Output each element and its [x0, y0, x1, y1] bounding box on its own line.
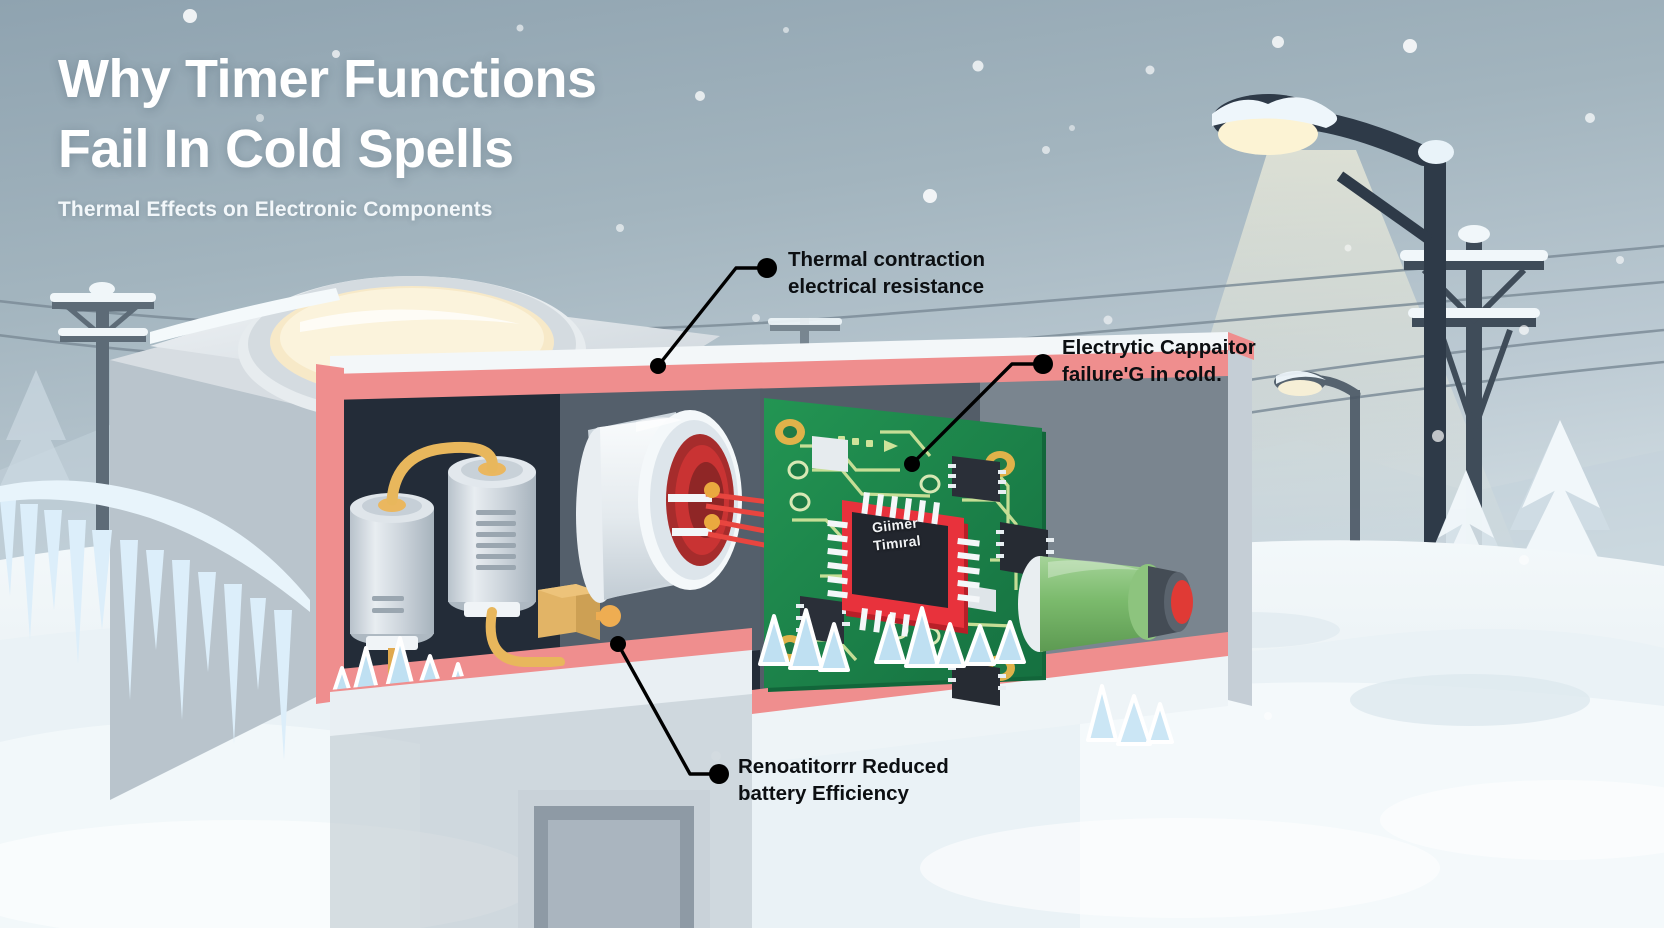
pine-trees-left — [0, 370, 72, 486]
battery-cell — [1018, 556, 1193, 652]
leader-line-capacitor — [910, 362, 1042, 466]
lead-terminal-2 — [704, 514, 720, 530]
pcb-board — [764, 398, 1054, 706]
utility-pole-left — [52, 292, 154, 592]
leader-dot-capacitor-anchor — [904, 456, 920, 472]
page-subtitle: Thermal Effects on Electronic Components — [58, 198, 493, 222]
cutaway-edge-left — [316, 364, 344, 704]
lamp-light — [1218, 113, 1318, 155]
jumper-wire-bottom — [485, 607, 565, 667]
smd-block-1 — [812, 436, 848, 472]
leader-dot-battery — [709, 764, 729, 784]
street-lamp-secondary — [1274, 370, 1361, 690]
timer-chip-body — [852, 512, 948, 608]
jumper-wire-top — [386, 441, 498, 506]
leader-dot-thermal-anchor — [650, 358, 666, 374]
utility-pole-left-snow — [50, 282, 156, 336]
building-wall-lower — [330, 694, 752, 928]
cutaway-lip-top — [330, 332, 1228, 374]
page-title: Why Timer Functions Fail In Cold Spells — [58, 49, 597, 180]
callout-thermal-contraction: Thermal contraction electrical resistanc… — [788, 248, 986, 299]
icicles-left — [0, 500, 292, 760]
enclosure-right-wall — [1228, 348, 1252, 706]
utility-pole-mid-snow — [768, 318, 842, 325]
leader-line-thermal — [656, 266, 766, 368]
callout-electrolytic-capacitor: Electrytic Cappaitor failure'G in cold. — [1062, 336, 1256, 387]
leader-dot-capacitor — [1033, 354, 1053, 374]
interior-components — [330, 398, 1193, 710]
title-block: Why Timer Functions Fail In Cold Spells … — [58, 44, 818, 222]
ice-crystals-outer — [1086, 684, 1174, 746]
snow-ledge-left — [0, 480, 310, 612]
cutaway-edge-top — [330, 348, 1228, 400]
lead-terminal-1 — [704, 482, 720, 498]
leader-dot-battery-anchor — [610, 636, 626, 652]
leader-dot-thermal — [757, 258, 777, 278]
ic-pins — [827, 491, 980, 639]
callout-battery-efficiency: Renoatitorrr Reduced battery Efficiency — [738, 755, 949, 806]
enclosure-bottom-left-face — [330, 650, 752, 736]
enclosure-top-snow — [150, 288, 340, 344]
enclosure-bottom-right-face — [752, 656, 1228, 764]
leader-line-battery — [616, 642, 718, 776]
timer-ic-assembly — [827, 491, 980, 639]
capacitor-left — [350, 493, 434, 690]
enclosure-left-face — [110, 300, 330, 800]
